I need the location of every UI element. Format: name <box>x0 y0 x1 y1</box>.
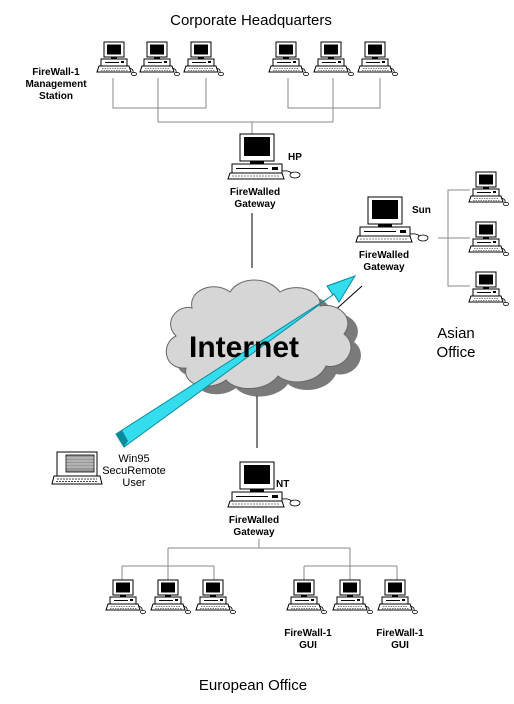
hq-workstation-icon-6 <box>357 41 398 77</box>
sun-gateway-label: FireWalled Gateway <box>359 250 409 273</box>
hq-workstation-icon-5 <box>313 41 354 77</box>
svg-text:Management: Management <box>25 79 87 90</box>
asian-office-title: Asian Office <box>437 325 476 361</box>
eu-workstation-icon-6 <box>377 579 418 615</box>
svg-text:FireWall-1: FireWall-1 <box>284 628 332 639</box>
european-network-lines <box>121 539 398 580</box>
vpn-tunnel-arrow-icon <box>115 275 357 448</box>
svg-text:Office: Office <box>437 344 476 361</box>
asian-workstation-icon-2 <box>468 221 509 257</box>
eu-workstation-icon-3 <box>195 579 236 615</box>
hp-label: HP <box>288 152 302 163</box>
svg-text:GUI: GUI <box>391 640 409 651</box>
hp-gateway-label: FireWalled Gateway <box>230 187 280 210</box>
gui-label-1: FireWall-1 GUI <box>284 628 332 651</box>
svg-text:Station: Station <box>39 91 73 102</box>
asian-workstation-icon-1 <box>468 171 509 207</box>
internet-label: Internet <box>189 331 299 364</box>
svg-text:FireWalled: FireWalled <box>359 250 409 261</box>
svg-text:User: User <box>122 477 146 489</box>
svg-text:FireWalled: FireWalled <box>229 515 279 526</box>
european-office-title: European Office <box>199 677 307 694</box>
hq-workstation-icon-1 <box>96 41 137 77</box>
asian-network-lines <box>438 189 470 287</box>
mgmt-station-label: FireWall-1 Management Station <box>25 67 87 102</box>
hq-network-lines <box>112 78 381 134</box>
asian-workstation-icon-3 <box>468 271 509 307</box>
hq-workstation-icon-4 <box>268 41 309 77</box>
remote-user-label: Win95 SecuRemote User <box>102 453 166 489</box>
svg-text:Asian: Asian <box>437 325 475 342</box>
hq-workstation-icon-2 <box>139 41 180 77</box>
sun-label: Sun <box>412 205 431 216</box>
svg-text:SecuRemote: SecuRemote <box>102 465 166 477</box>
svg-text:Gateway: Gateway <box>233 527 275 538</box>
svg-text:GUI: GUI <box>299 640 317 651</box>
svg-text:FireWalled: FireWalled <box>230 187 280 198</box>
european-workstations <box>105 579 418 615</box>
svg-text:Gateway: Gateway <box>234 199 276 210</box>
svg-text:Win95: Win95 <box>118 453 149 465</box>
svg-text:FireWall-1: FireWall-1 <box>32 67 80 78</box>
gui-label-2: FireWall-1 GUI <box>376 628 424 651</box>
eu-workstation-icon-5 <box>332 579 373 615</box>
laptop-icon <box>51 451 103 485</box>
hq-workstation-icon-3 <box>183 41 224 77</box>
hq-title: Corporate Headquarters <box>170 12 332 29</box>
nt-gateway-label: FireWalled Gateway <box>229 515 279 538</box>
asian-workstations <box>468 171 509 307</box>
svg-text:FireWall-1: FireWall-1 <box>376 628 424 639</box>
eu-workstation-icon-4 <box>286 579 327 615</box>
hq-workstations <box>96 41 398 77</box>
sun-gateway-workstation-icon <box>355 196 429 243</box>
eu-workstation-icon-2 <box>150 579 191 615</box>
eu-workstation-icon-1 <box>105 579 146 615</box>
svg-text:Gateway: Gateway <box>363 262 405 273</box>
nt-label: NT <box>276 479 289 490</box>
